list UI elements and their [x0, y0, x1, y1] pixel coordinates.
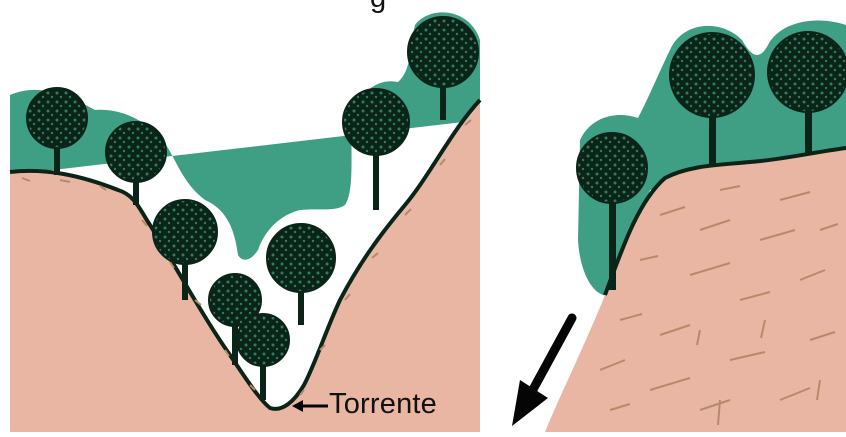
partial-heading: g: [370, 0, 386, 15]
tree-icon: [343, 89, 409, 210]
valley-panel: [10, 12, 480, 432]
torrente-label: Torrente: [329, 388, 437, 421]
tree-icon: [267, 224, 335, 325]
slope-panel: [512, 21, 846, 432]
